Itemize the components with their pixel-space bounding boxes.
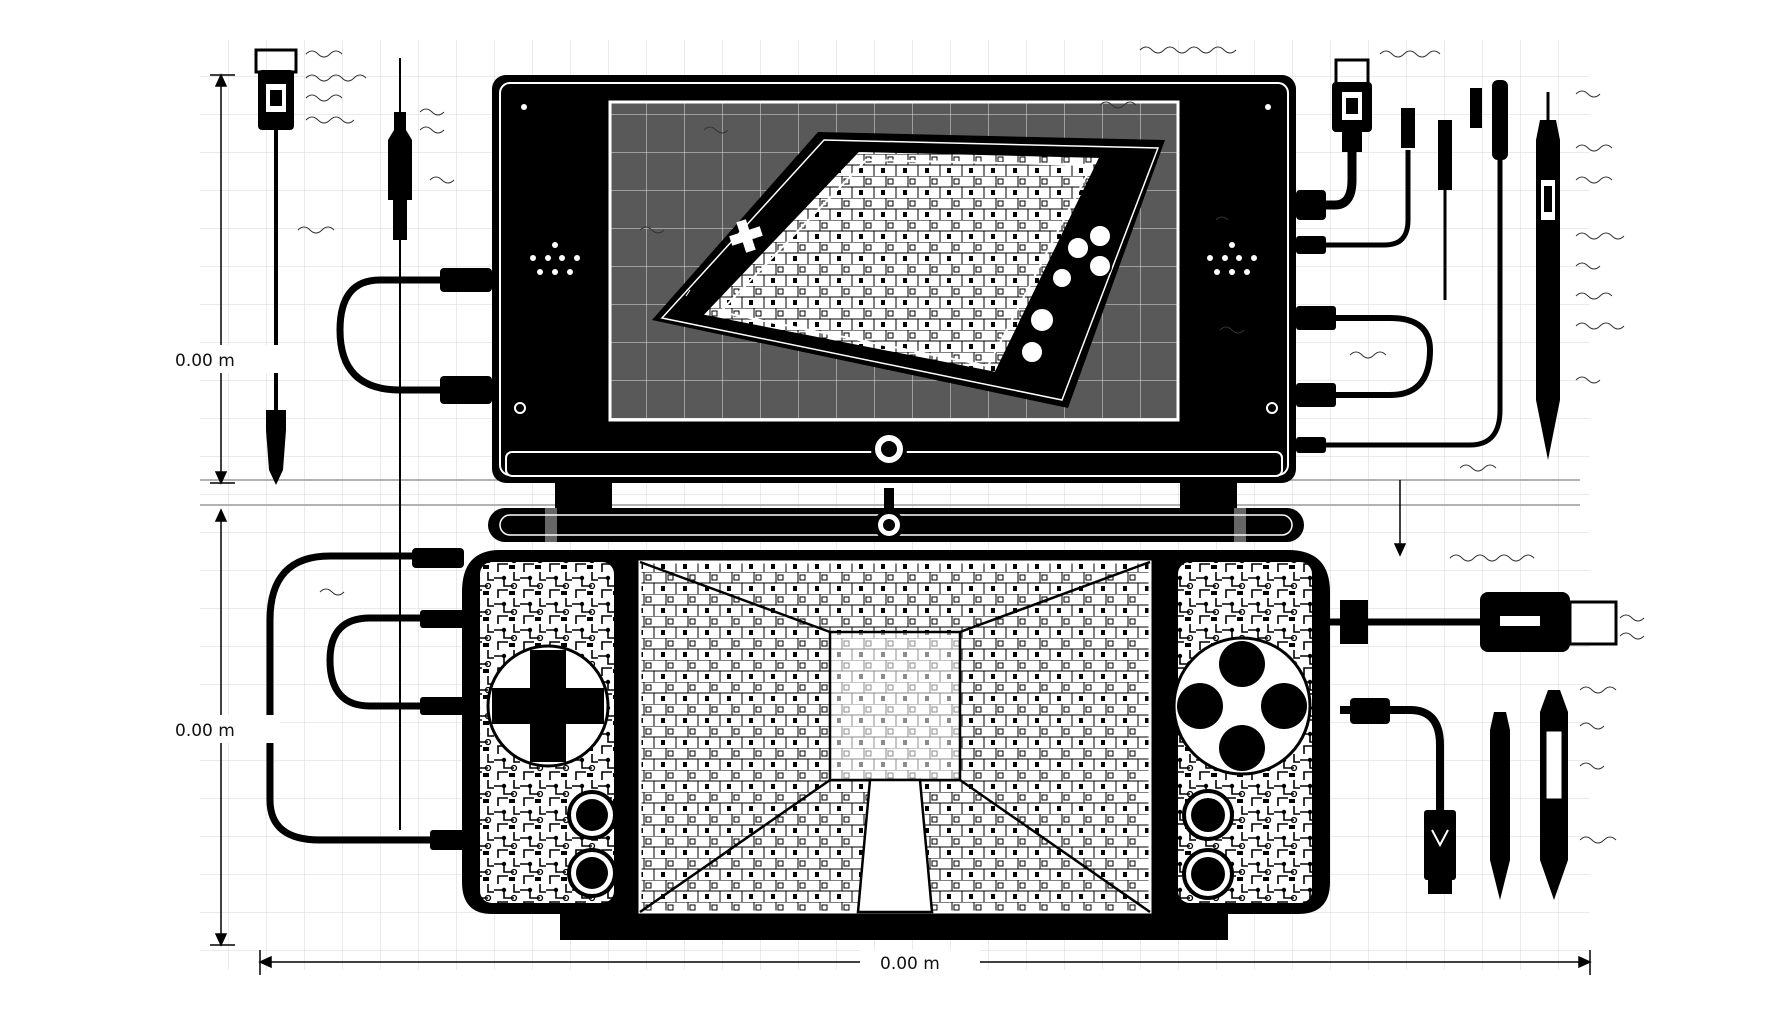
hinge-bar — [488, 482, 1304, 542]
stylus-icon — [1490, 690, 1568, 900]
lower-height-dimension: 0.00 m — [175, 721, 235, 741]
cable-icon — [266, 276, 440, 844]
cable-icon — [1401, 80, 1508, 300]
perspective-device-illustration — [652, 132, 1165, 408]
usb-connector-icon — [1332, 58, 1372, 152]
face-button-icon — [1172, 636, 1312, 900]
upper-height-dimension: 0.00 m — [175, 351, 235, 371]
total-width-dimension: 0.00 m — [880, 954, 940, 974]
stylus-icon — [1536, 92, 1560, 460]
usb-connector-icon — [1340, 592, 1618, 652]
face-button-icon — [567, 790, 617, 898]
stylus-icon — [388, 58, 412, 830]
handwritten-annotations — [297, 46, 1645, 844]
usb-connector-icon — [1350, 698, 1456, 894]
usb-connector-icon — [254, 48, 298, 485]
dpad-icon — [486, 644, 610, 768]
